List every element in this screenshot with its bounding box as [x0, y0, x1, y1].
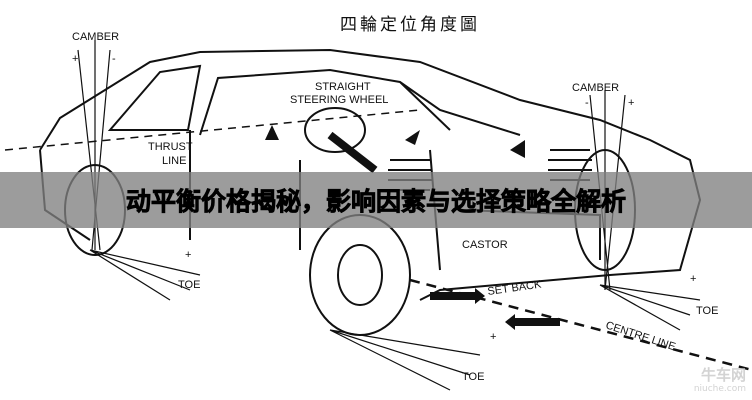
toe-center-lines: [329, 329, 481, 391]
plus-sign: +: [490, 331, 496, 343]
watermark-domain: niuche.com: [693, 384, 746, 394]
castor-label: CASTOR: [462, 239, 508, 251]
plus-sign: +: [185, 249, 191, 261]
watermark-brand: 牛车网: [700, 366, 746, 384]
toe-left-lines: [89, 249, 201, 301]
toe-right-lines: [599, 284, 701, 331]
set-back-label: SET BACK: [487, 278, 543, 298]
camber-right-label: CAMBER: [572, 82, 619, 94]
toe-left-label: TOE: [178, 279, 200, 291]
diagram-title: 四輪定位角度圖: [340, 15, 480, 35]
steering-label-1: STRAIGHT: [315, 81, 371, 93]
minus-sign: -: [112, 53, 116, 65]
set-back-arrows: [430, 288, 560, 330]
plus-sign: +: [628, 97, 634, 109]
steering-column: [327, 131, 378, 174]
spring-left: [388, 159, 432, 191]
thrust-label-1: THRUST: [148, 141, 193, 153]
toe-right-label: TOE: [696, 305, 718, 317]
centre-line-label: CENTRE LINE: [604, 319, 677, 353]
steering-wheel: [304, 107, 366, 153]
minus-sign: -: [585, 97, 589, 109]
camber-left-label: CAMBER: [72, 31, 119, 43]
spring-right: [548, 149, 592, 181]
title-banner: 动平衡价格揭秘，影响因素与选择策略全解析: [0, 172, 752, 228]
rear-left-hub: [337, 244, 383, 306]
watermark-logo: 牛车网 niuche.com: [694, 368, 746, 396]
banner-title: 动平衡价格揭秘，影响因素与选择策略全解析: [125, 187, 627, 217]
thrust-label-2: LINE: [162, 155, 186, 167]
plus-sign: +: [690, 273, 696, 285]
rear-left-wheel: [309, 214, 411, 336]
car-windows: [107, 64, 521, 136]
plus-sign: +: [72, 53, 78, 65]
steering-label-2: STEERING WHEEL: [290, 94, 388, 106]
toe-center-label: TOE: [462, 371, 484, 383]
